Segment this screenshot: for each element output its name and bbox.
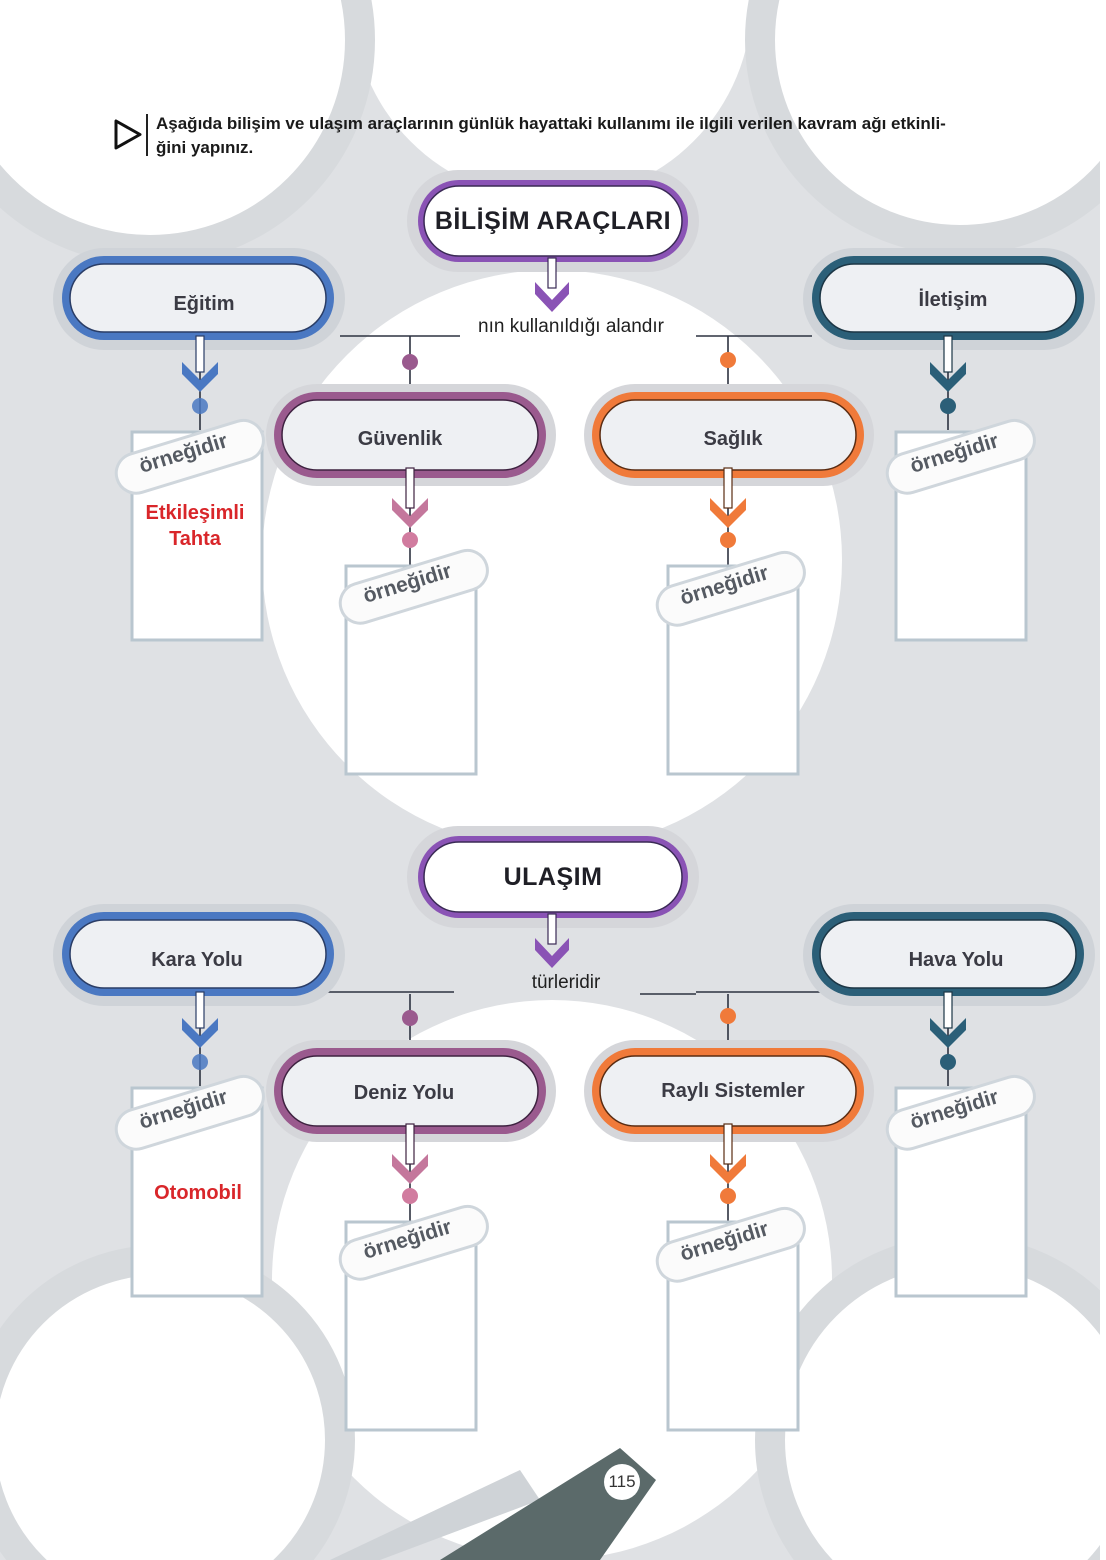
instruction-text: Aşağıda bilişim ve ulaşım araçlarının gü… — [156, 112, 1016, 160]
map2-connector-label: türleridir — [531, 972, 601, 993]
map2-title: ULAŞIM — [503, 862, 603, 891]
instruction-line-2: ğini yapınız. — [156, 138, 254, 157]
node-guvenlik: Güvenlik — [357, 427, 443, 450]
map1-connector-label: nın kullanıldığı alandır — [478, 316, 664, 337]
instruction-divider — [146, 114, 148, 156]
node-saglik: Sağlık — [703, 427, 763, 450]
pill-kara-yolu — [53, 904, 345, 1006]
title-pill-ulasim — [407, 826, 699, 928]
node-hava-yolu: Hava Yolu — [908, 948, 1004, 971]
title-pill-bilisim — [407, 170, 699, 272]
answer-egitim-line-1: Etkileşimli — [145, 502, 245, 524]
answer-egitim: Etkileşimli Tahta — [132, 500, 258, 552]
node-egitim: Eğitim — [173, 292, 235, 315]
node-kara-yolu: Kara Yolu — [151, 948, 243, 971]
pill-iletisim — [803, 248, 1095, 350]
map1-title: BİLİŞİM ARAÇLARI — [434, 206, 672, 235]
pill-hava-yolu — [803, 904, 1095, 1006]
pill-guvenlik — [266, 384, 556, 486]
answer-egitim-line-2: Tahta — [169, 528, 221, 550]
play-icon — [114, 119, 142, 150]
instruction-line-1: Aşağıda bilişim ve ulaşım araçlarının gü… — [156, 114, 946, 133]
node-deniz-yolu: Deniz Yolu — [353, 1081, 455, 1104]
answer-kara-yolu: Otomobil — [154, 1182, 242, 1204]
pill-deniz-yolu — [266, 1040, 556, 1142]
node-iletisim: İletişim — [918, 288, 988, 311]
node-rayli-sistemler: Raylı Sistemler — [661, 1079, 805, 1102]
page-number: 115 — [604, 1464, 640, 1500]
pill-saglik — [584, 384, 874, 486]
pill-rayli-sistemler — [584, 1040, 874, 1142]
pill-egitim — [53, 248, 345, 350]
